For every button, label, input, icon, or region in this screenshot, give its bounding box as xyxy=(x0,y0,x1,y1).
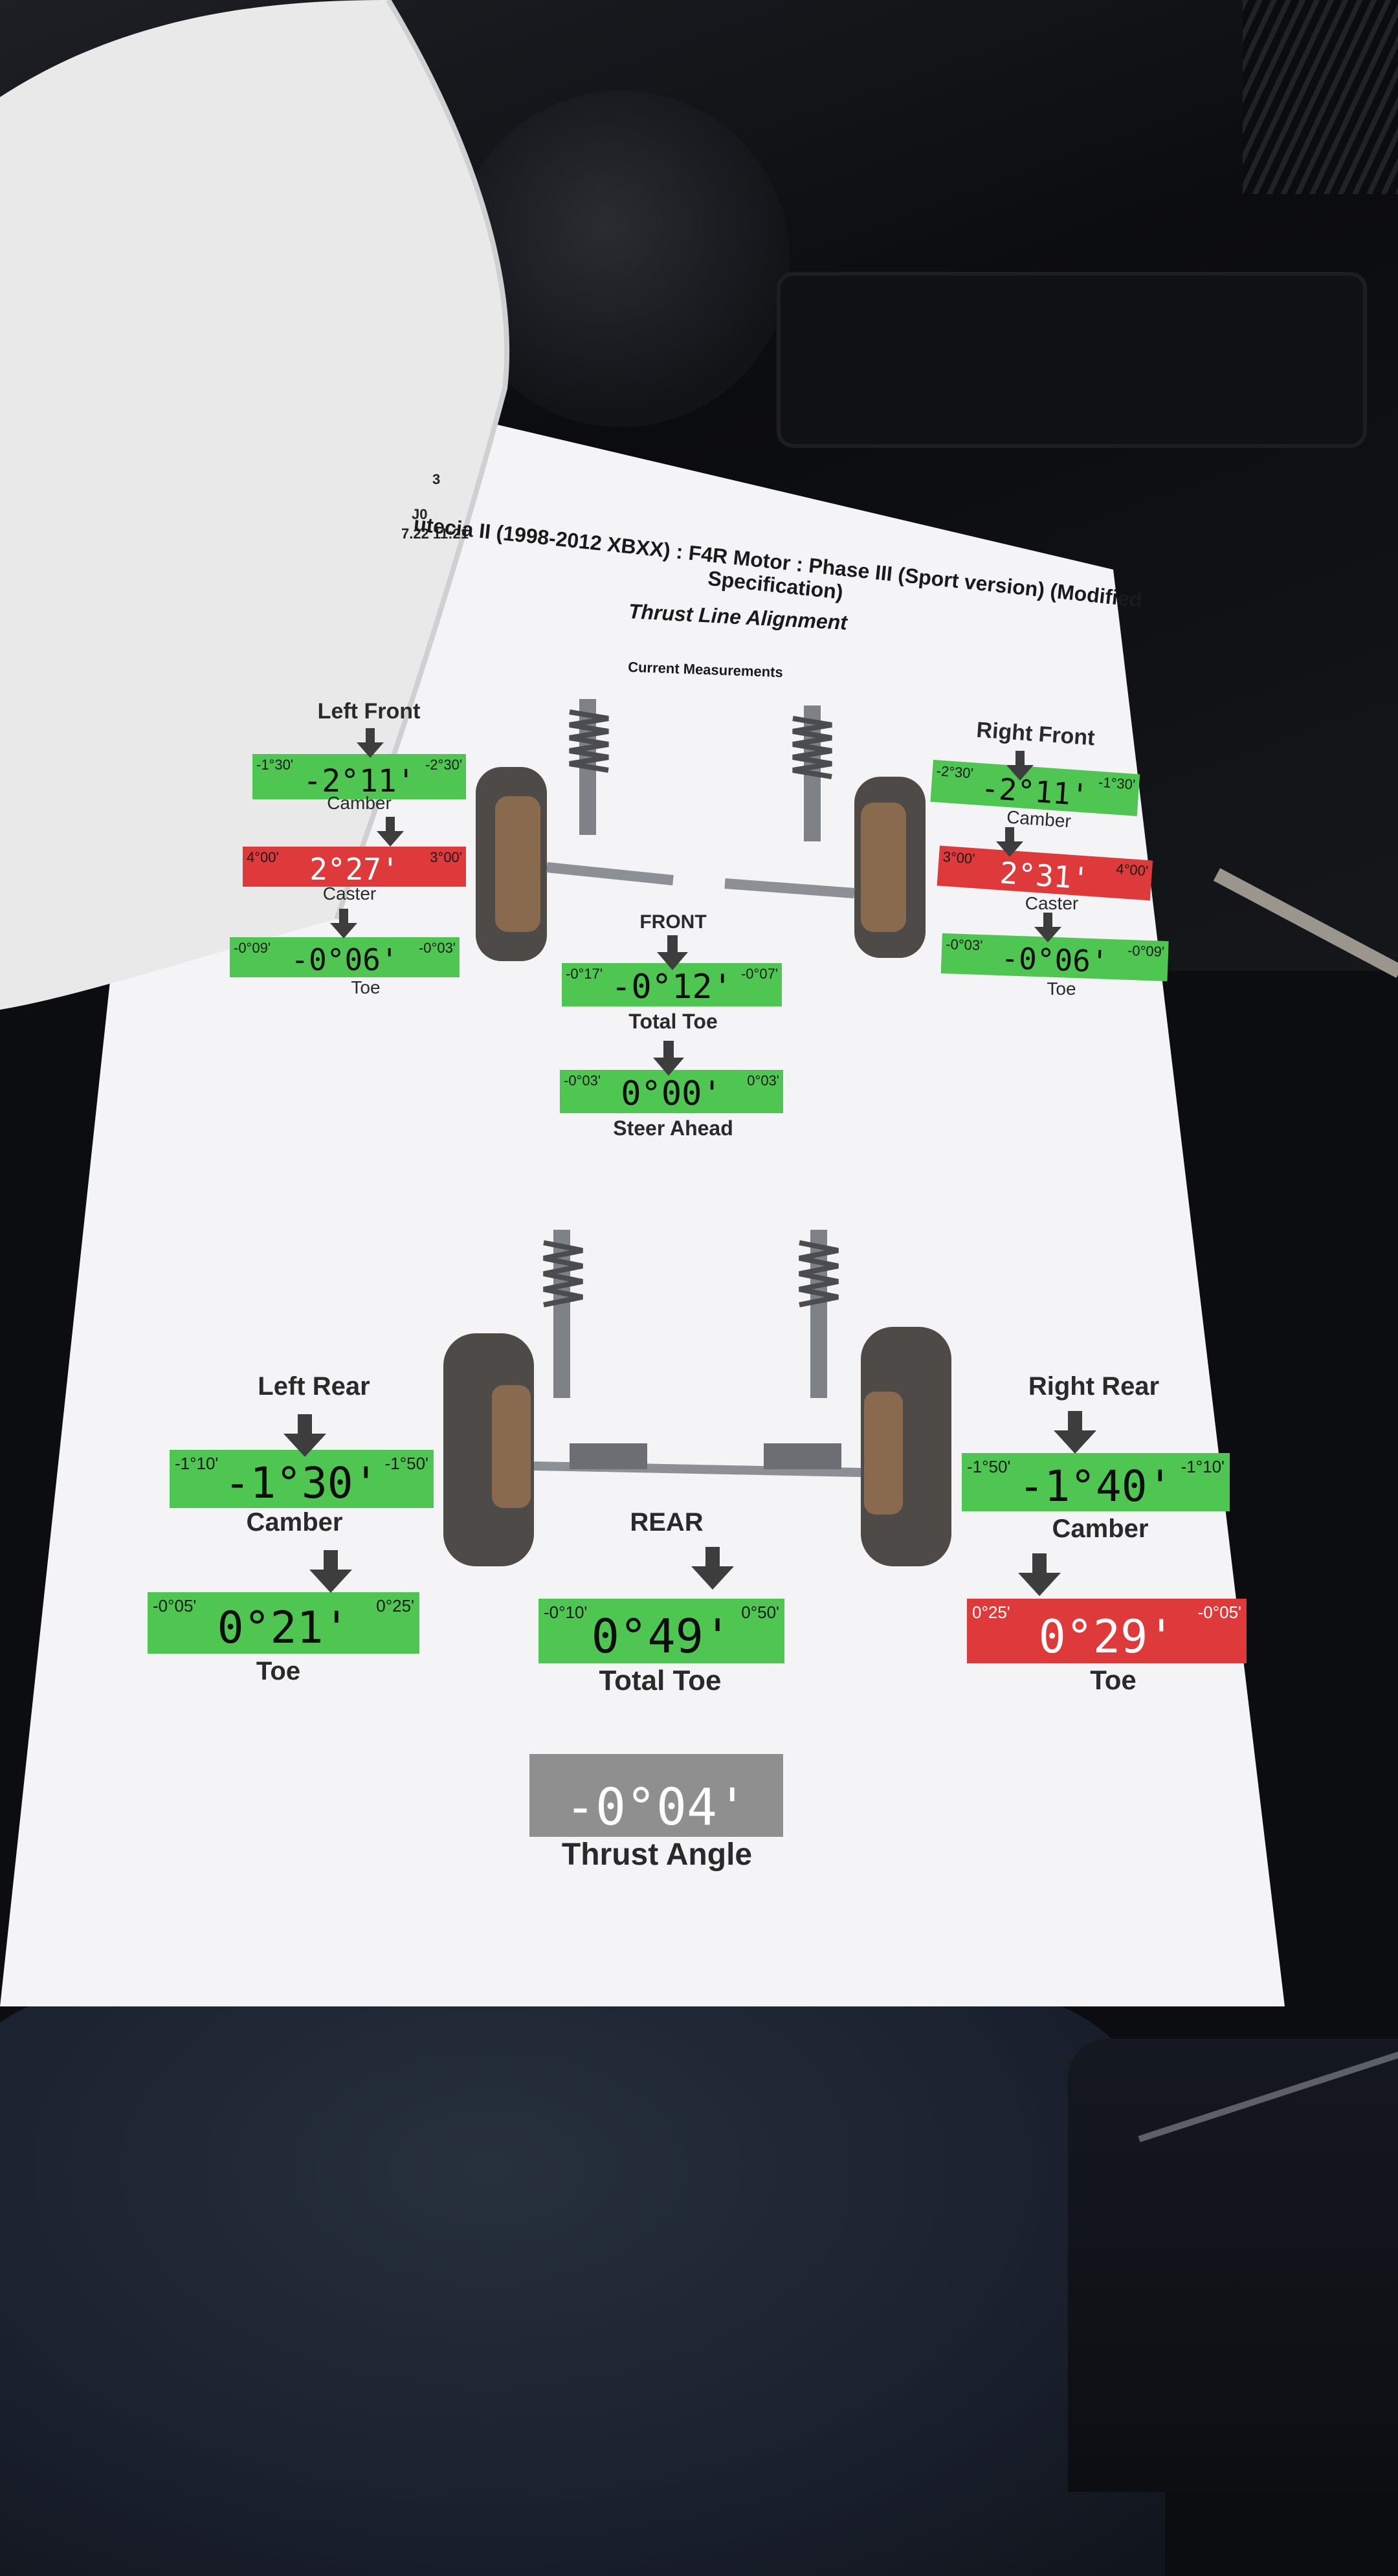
rear-total-toe-gauge: -0°10' 0°50' 0°49' xyxy=(538,1586,784,1663)
right-rear-toe-gauge: 0°25' -0°05' 0°29' xyxy=(967,1586,1247,1663)
gauge-min-label: -0°03' xyxy=(564,1072,601,1089)
gauge-value: -1°40' xyxy=(1018,1461,1173,1511)
header-line-1: 3 xyxy=(432,471,441,487)
right-rear-toe-label: Toe xyxy=(1090,1665,1137,1695)
gauge-value: 0°49' xyxy=(591,1609,732,1663)
gauge-value: -0°06' xyxy=(291,942,399,977)
gauge-min-label: -1°10' xyxy=(175,1454,219,1473)
left-rear-toe-gauge: -0°05' 0°25' 0°21' xyxy=(148,1579,419,1654)
left-rear-camber-label: Camber xyxy=(246,1508,343,1537)
right-rear-camber-label: Camber xyxy=(1052,1515,1149,1543)
gauge-max-label: -2°30' xyxy=(425,757,462,773)
left-front-title: Left Front xyxy=(317,699,421,724)
seat-side xyxy=(1068,2039,1398,2492)
gauge-max-label: 0°25' xyxy=(376,1596,414,1616)
gauge-max-label: -1°50' xyxy=(384,1454,428,1473)
gauge-max-label: 0°50' xyxy=(741,1603,779,1622)
right-rear-title: Right Rear xyxy=(1028,1372,1160,1401)
rear-section-label: REAR xyxy=(630,1508,704,1537)
gauge-min-label: -0°05' xyxy=(153,1596,197,1616)
gauge-max-label: -0°05' xyxy=(1197,1603,1241,1622)
gauge-min-label: 4°00' xyxy=(247,849,279,865)
steer-ahead-gauge: -0°03' 0°03' 0°00' xyxy=(560,1058,783,1113)
left-front-caster-gauge: 4°00' 3°00' 2°27' xyxy=(243,835,466,887)
gauge-max-label: -0°07' xyxy=(740,966,778,982)
rear-total-toe-label: Total Toe xyxy=(599,1665,722,1696)
gauge-value: -0°12' xyxy=(611,968,733,1006)
gauge-value: -0°04' xyxy=(565,1779,748,1837)
front-total-toe-label: Total Toe xyxy=(628,1010,718,1033)
front-section-label: FRONT xyxy=(639,911,707,933)
gauge-min-label: -0°17' xyxy=(566,966,603,982)
left-front-camber-gauge: -1°30' -2°30' -2°11' xyxy=(252,741,466,799)
gauge-value: 0°29' xyxy=(1038,1610,1175,1663)
rear-suspension-illustration xyxy=(443,1230,951,1566)
thrust-angle-label: Thrust Angle xyxy=(561,1838,753,1872)
gauge-min-label: -0°09' xyxy=(234,940,271,956)
right-rear-camber-gauge: -1°50' -1°10' -1°40' xyxy=(962,1440,1230,1511)
gauge-max-label: -1°10' xyxy=(1181,1457,1225,1476)
header-line-2: J0 xyxy=(412,506,428,522)
front-total-toe-gauge: -0°17' -0°07' -0°12' xyxy=(562,951,782,1006)
gauge-min-label: 0°25' xyxy=(972,1603,1010,1622)
gauge-max-label: 3°00' xyxy=(430,849,462,865)
right-front-caster-label: Caster xyxy=(1025,893,1079,913)
gauge-value: 0°00' xyxy=(621,1074,722,1113)
gauge-value: 0°21' xyxy=(217,1603,350,1654)
left-front-caster-label: Caster xyxy=(322,883,377,904)
right-front-toe-gauge: -0°03' -0°09' -0°06' xyxy=(940,922,1170,982)
thrust-angle-gauge: -0°04' xyxy=(529,1754,783,1837)
gauge-value: 2°27' xyxy=(309,852,399,887)
right-front-toe-label: Toe xyxy=(1047,979,1076,999)
seat-headrest xyxy=(453,91,790,427)
gauge-value: -2°11' xyxy=(303,763,416,799)
left-rear-title: Left Rear xyxy=(258,1372,370,1401)
front-suspension-illustration xyxy=(476,699,926,961)
gauge-min-label: -0°10' xyxy=(544,1603,588,1622)
gauge-min-label: -1°50' xyxy=(967,1457,1011,1476)
dashboard-vent xyxy=(777,272,1367,448)
gauge-min-label: -1°30' xyxy=(256,757,294,773)
header-line-3: 7.22 11:21 xyxy=(401,526,469,542)
seat-cushion xyxy=(0,1993,1165,2576)
left-front-camber-label: Camber xyxy=(327,793,392,813)
steer-ahead-label: Steer Ahead xyxy=(613,1116,733,1140)
left-front-toe-gauge: -0°09' -0°03' -0°06' xyxy=(230,926,460,977)
left-front-toe-label: Toe xyxy=(351,977,381,997)
gauge-value: -1°30' xyxy=(224,1458,379,1508)
gauge-max-label: 0°03' xyxy=(747,1072,779,1089)
left-rear-camber-gauge: -1°10' -1°50' -1°30' xyxy=(170,1437,434,1508)
left-rear-toe-label: Toe xyxy=(256,1657,301,1685)
gauge-max-label: -0°03' xyxy=(418,940,456,956)
vent-grille xyxy=(1243,0,1398,194)
